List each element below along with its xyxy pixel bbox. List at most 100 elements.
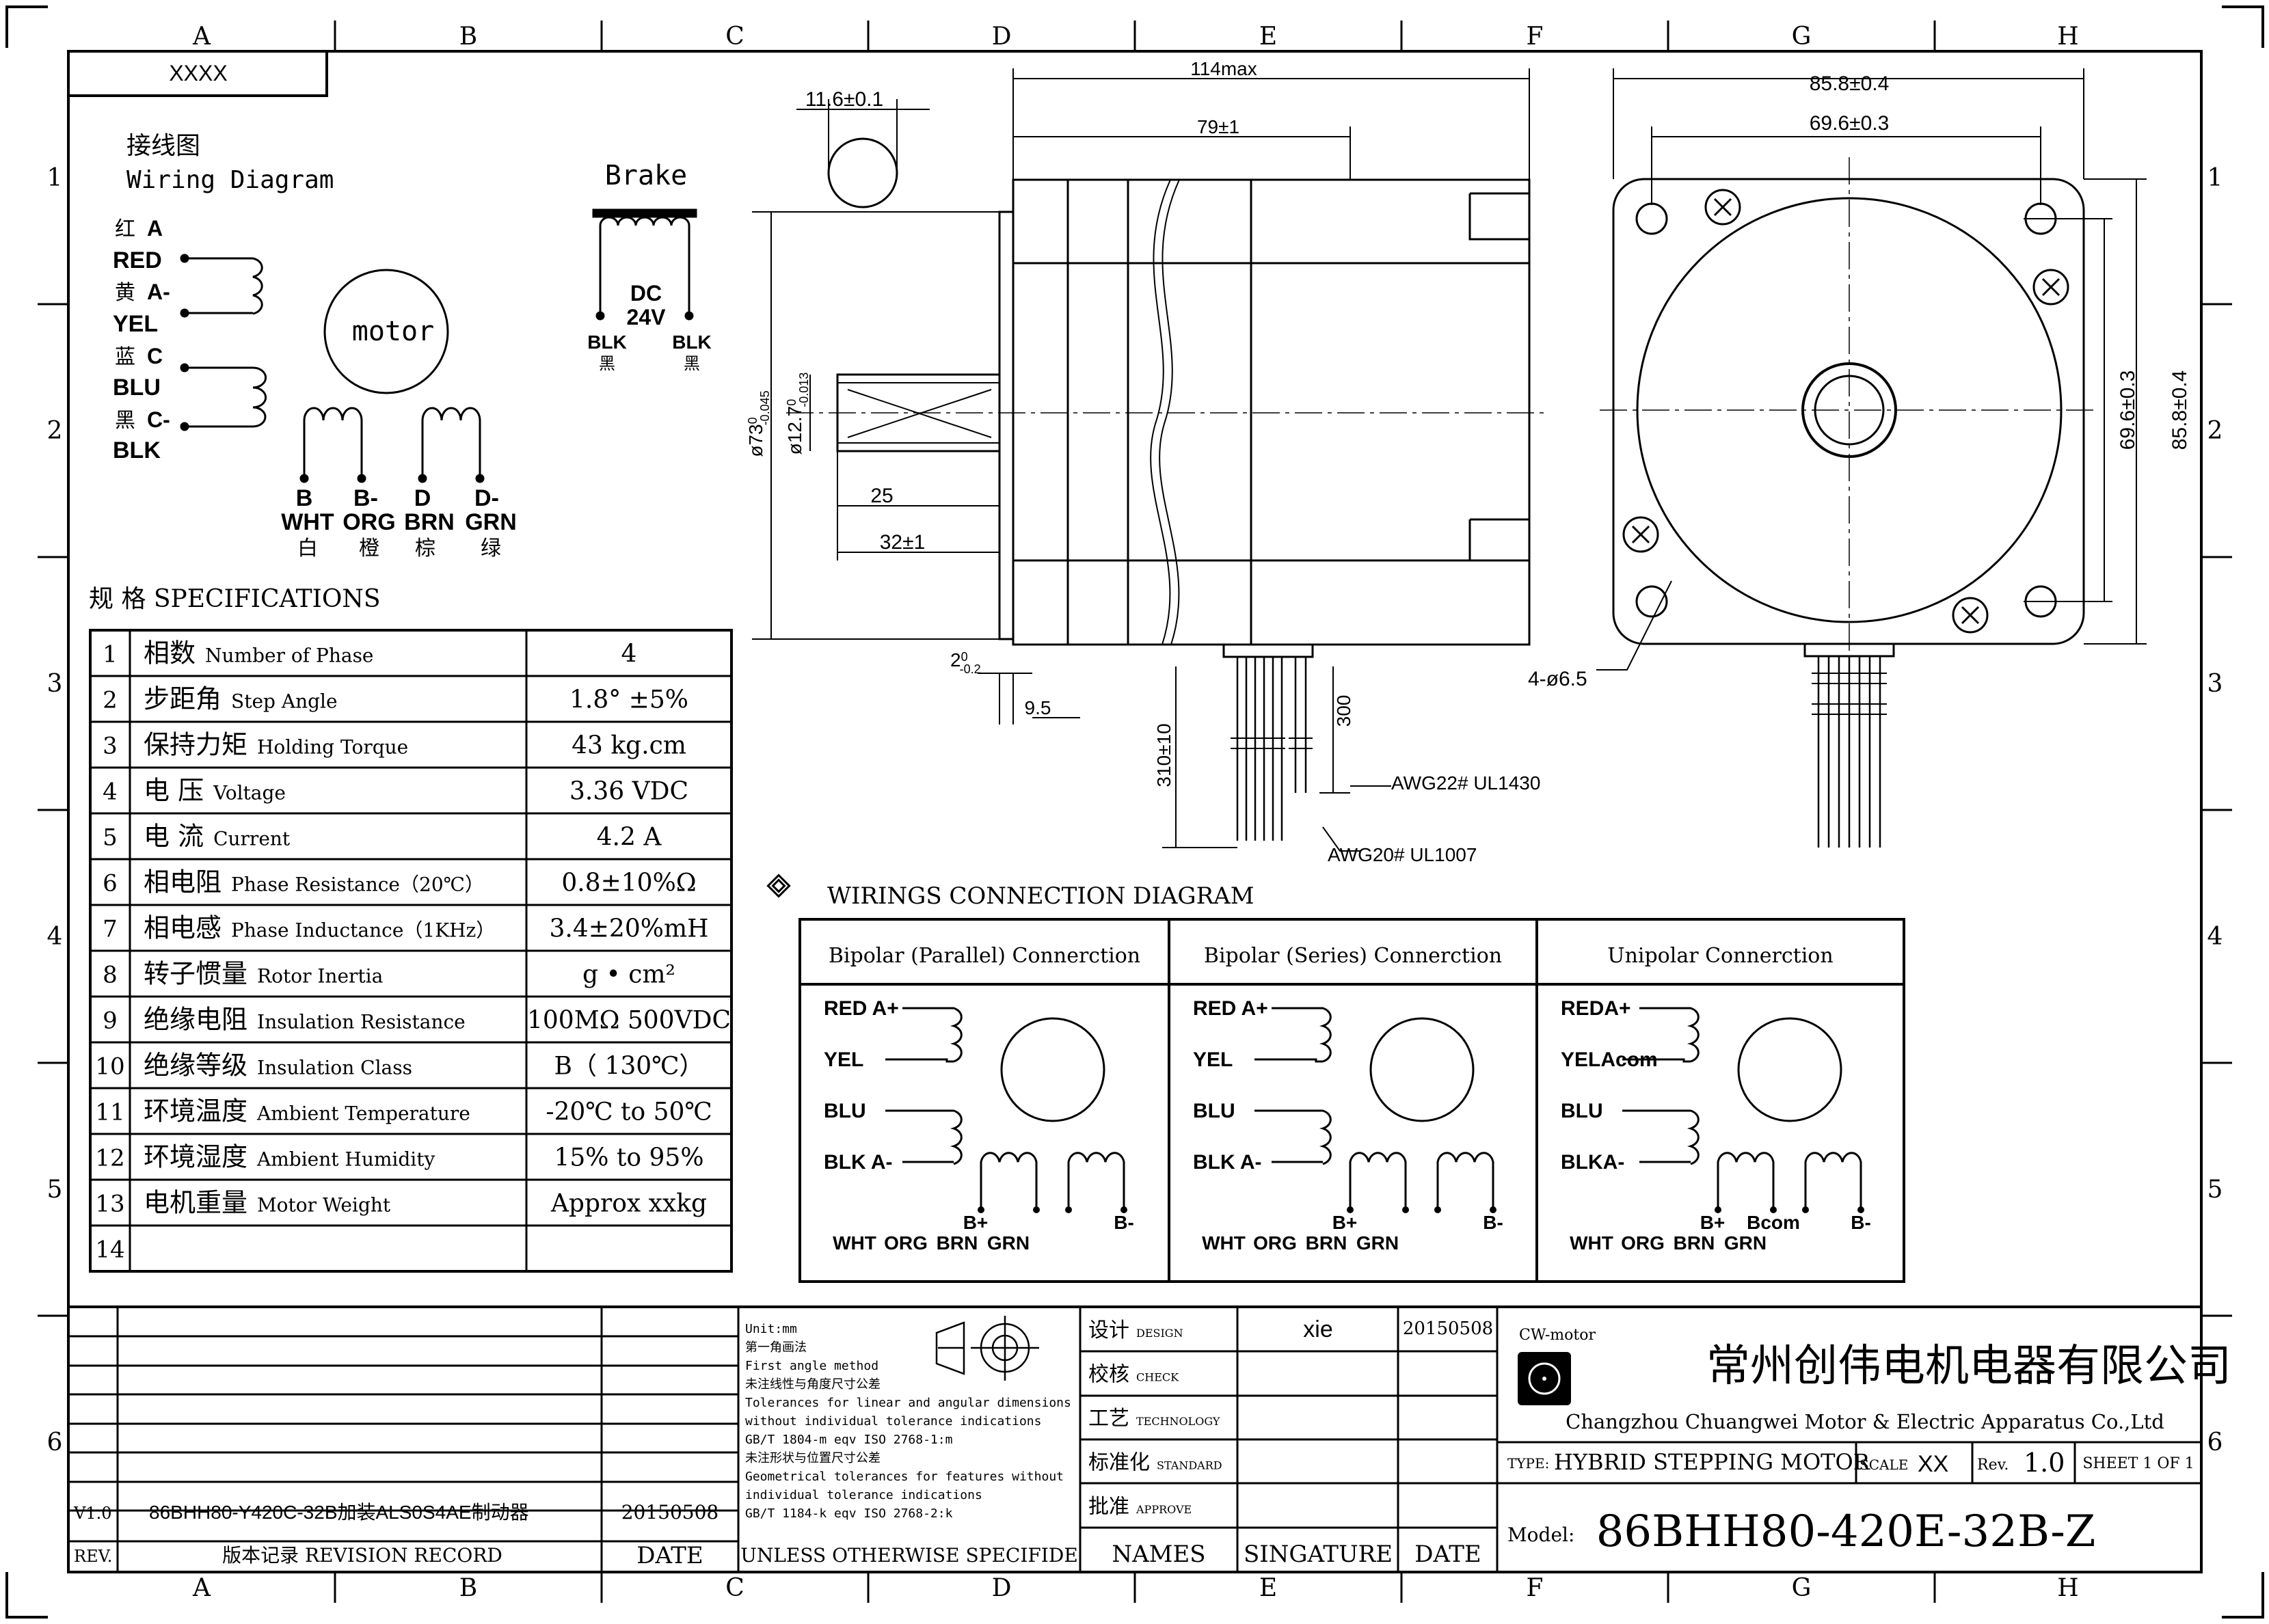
wire-d-name: D [414,485,431,511]
column-label-top: G [1792,23,1812,51]
wire-yel-name: A- [147,280,170,304]
column-label-top: H [2057,23,2078,51]
dim-wire2: AWG20# UL1007 [1328,844,1477,865]
connection-bottom-top-label: Bcom [1747,1212,1800,1233]
row-label-right: 3 [2207,670,2223,698]
spec-row-value: 100MΩ 500VDC [527,1007,731,1035]
note-line: GB/T 1804-m eqv ISO 2768-1:m [745,1433,952,1447]
unless-label: UNLESS OTHERWISE SPECIFIDE [740,1544,1078,1567]
rev-block-label: Rev. [1977,1457,2009,1474]
spec-row-number: 4 [103,779,118,806]
title-box: XXXX [68,51,328,97]
dim-lead-len: 310±10 [1153,723,1174,787]
spec-row-value: 4.2 A [597,824,662,852]
spec-row-value: -20℃ to 50℃ [546,1098,712,1126]
dim-front-hole: 69.6±0.3 [1810,112,1890,135]
row-label-right: 1 [2207,164,2223,192]
connection-bottom-label: WHT [1570,1232,1613,1254]
connection-bottom-top-label: B- [1114,1212,1134,1233]
spec-row-value: Approx xxkg [550,1190,707,1218]
row-label-left: 2 [47,417,63,445]
company-en: Changzhou Chuangwei Motor & Electric App… [1566,1410,2164,1433]
dim-shaft-len: 32±1 [880,531,926,554]
column-label-top: D [992,23,1012,51]
brake-voltage: 24V [627,305,667,329]
model-label: Model: [1507,1524,1574,1546]
wire-brn: BRN [404,509,455,535]
wire-org: ORG [343,509,395,535]
rev-block-value: 1.0 [2024,1448,2065,1478]
wire-org-cn: 橙 [359,537,379,560]
brake-dc: DC [630,281,662,306]
front-dimensions: 85.8±0.4 69.6±0.3 85.8±0.4 69.6±0.3 4-ø6… [1528,72,2191,690]
rev-label: REV. [74,1547,112,1566]
column-label-top: F [1527,23,1544,51]
column-label-bottom: A [192,1574,211,1602]
sign-header-date: DATE [1414,1541,1481,1568]
dim-shaft-dia: ø12.70-0.013 [784,373,811,455]
spec-row-value: B（ 130℃） [554,1053,704,1081]
company-cn: 常州创伟电机电器有限公司 [1706,1341,2231,1392]
connection-left-label: YEL [1193,1048,1233,1071]
sign-header-signature: SINGATURE [1244,1541,1393,1568]
connection-bottom-label: WHT [833,1232,876,1254]
spec-row-value: 3.4±20%mH [550,915,709,943]
spec-row-number: 3 [103,733,118,760]
dim-key-len: 25 [870,485,893,507]
company-logo [1518,1352,1571,1405]
wire-blu-cn: 蓝 [115,345,135,369]
column-label-top: B [459,23,477,51]
sign-header-names: NAMES [1112,1541,1205,1568]
scale-label: SCALE [1859,1457,1908,1473]
connection-left-label: BLU [824,1100,866,1122]
rev-date: 20150508 [621,1501,719,1524]
note-line: Unit:mm [745,1322,797,1336]
connection-panel: Unipolar ConnerctionREDA+YELAcomBLUBLKA-… [1561,944,1871,1254]
connection-left-label: RED A+ [824,997,899,1020]
note-line: individual tolerance indications [745,1488,982,1502]
spec-row-number: 5 [103,824,118,852]
wire-blu-name: C [147,344,163,368]
dim-flange-thk: 20-0.2 [950,649,981,676]
wiring-title-cn: 接线图 [126,132,200,160]
column-label-top: A [192,23,211,51]
connection-bottom-label: ORG [1621,1232,1665,1254]
dim-front-outer-v: 85.8±0.4 [2169,370,2191,450]
brake-right-cn: 黑 [684,354,700,373]
spec-row-value: 15% to 95% [554,1144,703,1172]
rev-record-label: 版本记录 REVISION RECORD [222,1544,502,1567]
connection-panel-title: Bipolar (Series) Connerction [1204,944,1502,968]
connection-bottom-top-label: B+ [1332,1212,1358,1233]
connection-diagram: WIRINGS CONNECTION DIAGRAM Bipolar (Para… [766,874,1905,1283]
row-label-left: 5 [47,1176,63,1204]
column-label-bottom: F [1527,1574,1544,1602]
title-block: V1.0 86BHH80-Y420C-32B加装ALS0S4AE制动器 2015… [68,1305,2231,1572]
spec-row-number: 1 [103,641,118,668]
dim-flange-dia: ø730-0.045 [745,390,772,457]
connection-bottom-top-label: B- [1483,1212,1503,1233]
wire-blk-cn: 黑 [115,409,135,433]
wire-wht-cn: 白 [297,537,318,560]
spec-row-value: 0.8±10%Ω [561,869,696,897]
projection-symbol [935,1316,1039,1381]
wire-b2-name: B- [353,485,378,511]
connection-panel-title: Bipolar (Parallel) Connerction [829,944,1140,968]
brake-right: BLK [672,331,712,353]
type-label: TYPE: [1507,1455,1549,1472]
model-value: 86BHH80-420E-32B-Z [1596,1506,2096,1557]
note-line: Tolerances for linear and angular dimens… [745,1396,1071,1410]
row-label-right: 5 [2207,1176,2223,1204]
connection-left-label: BLKA- [1561,1151,1624,1174]
